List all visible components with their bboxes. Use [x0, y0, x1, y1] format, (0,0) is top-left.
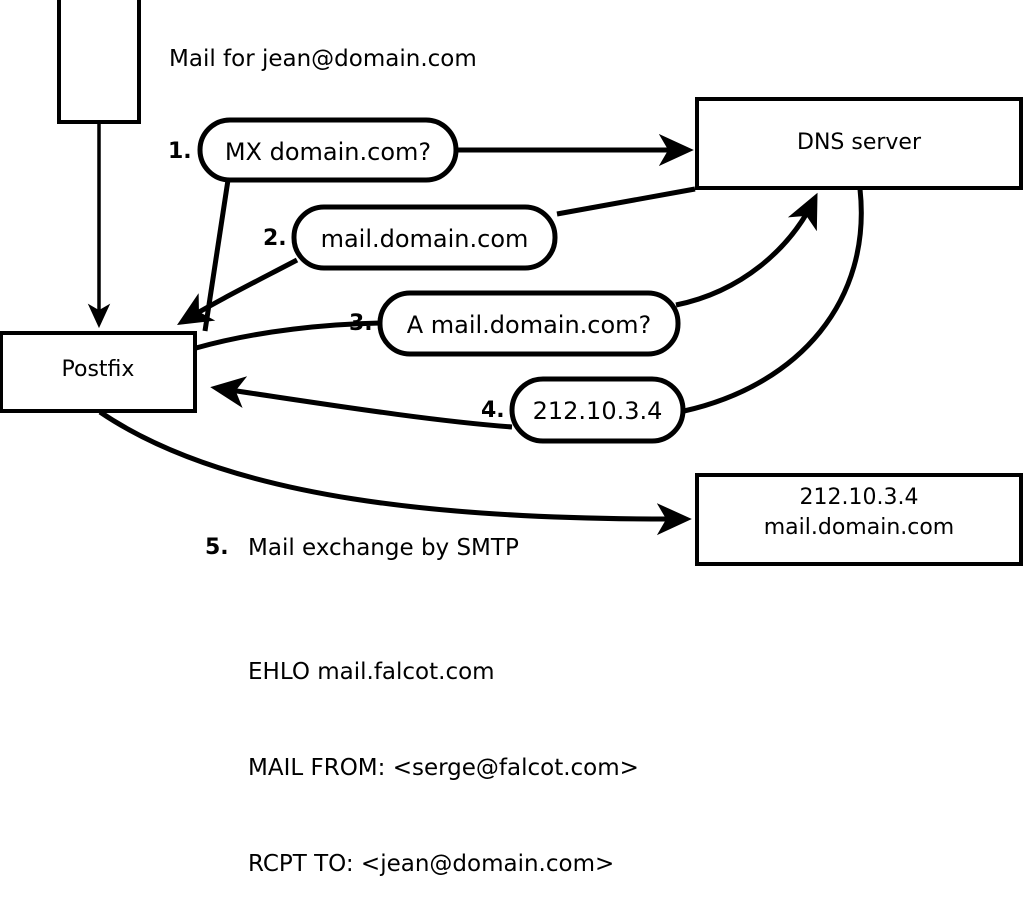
mail-server-box-shape: [695, 473, 1023, 566]
step-3-number: 3.: [349, 311, 373, 336]
bubble-2-shape: [291, 204, 558, 271]
step-5-label: Mail exchange by SMTP: [248, 535, 519, 561]
smtp-line: MAIL FROM: <serge@falcot.com>: [248, 755, 639, 781]
connector-step4-to-postfix: [210, 376, 513, 430]
connector-dns-to-step4: [683, 188, 864, 414]
smtp-line: RCPT TO: <jean@domain.com>: [248, 851, 615, 877]
bubble-4-shape: [509, 376, 686, 444]
smtp-line: EHLO mail.falcot.com: [248, 659, 495, 685]
step-2-number: 2.: [263, 226, 287, 251]
bubble-3-label: A mail.domain.com?: [406, 311, 652, 339]
source-box-shape: [57, 0, 141, 124]
connector-step2-to-postfix: [177, 257, 299, 326]
bubble-2-label: mail.domain.com: [320, 225, 529, 253]
step-5-number: 5.: [205, 535, 229, 560]
connector-postfix-to-step3: [195, 320, 381, 351]
page-title: Mail for jean@domain.com: [169, 46, 477, 72]
step-4-number: 4.: [481, 398, 505, 423]
postfix-box-shape: [0, 331, 197, 413]
bubble-1-label: MX domain.com?: [224, 138, 432, 166]
step-1-number: 1.: [168, 139, 192, 164]
dns-server-box-shape: [695, 97, 1023, 190]
connector-dns-to-step2: [556, 186, 696, 217]
connector-step3-to-dns: [675, 192, 818, 308]
smtp-transcript: EHLO mail.falcot.com MAIL FROM: <serge@f…: [248, 592, 639, 919]
bubble-1-shape: [197, 117, 459, 183]
connector-step5-smtp: [98, 409, 692, 536]
bubble-4-label: 212.10.3.4: [532, 397, 663, 425]
